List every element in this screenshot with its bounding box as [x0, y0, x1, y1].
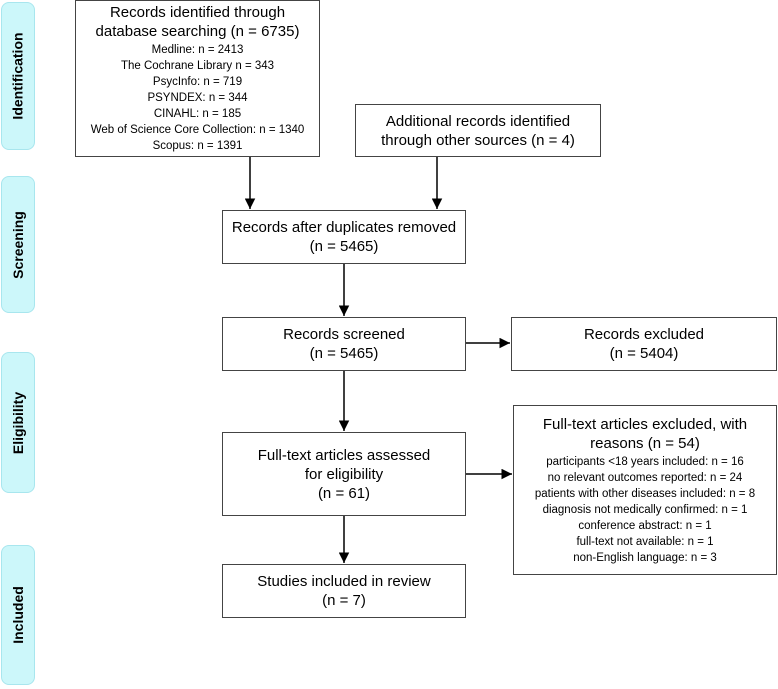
source-item: The Cochrane Library n = 343 — [120, 60, 275, 72]
additional-records-line-1: Additional records identified — [385, 112, 571, 130]
duplicates-removed-box: Records after duplicates removed (n = 54… — [222, 210, 466, 264]
additional-records-line-2: through other sources (n = 4) — [381, 131, 575, 149]
source-item: CINAHL: n = 185 — [153, 108, 242, 120]
records-identified-title-2: database searching (n = 6735) — [95, 23, 300, 40]
fulltext-assessed-box: Full-text articles assessed for eligibil… — [222, 432, 466, 516]
phase-included: Included — [1, 545, 35, 685]
source-item: Web of Science Core Collection: n = 1340 — [90, 124, 305, 136]
fulltext-excluded-title-2: reasons (n = 54) — [590, 434, 700, 452]
records-excluded-box: Records excluded (n = 5404) — [511, 317, 777, 371]
exclusion-reason: full-text not available: n = 1 — [576, 535, 714, 548]
fulltext-assessed-line-1: Full-text articles assessed — [257, 446, 431, 464]
studies-included-line-1: Studies included in review — [257, 573, 431, 590]
exclusion-reason: participants <18 years included: n = 16 — [546, 455, 744, 468]
exclusion-reason: diagnosis not medically confirmed: n = 1 — [542, 503, 748, 516]
source-item: Medline: n = 2413 — [151, 44, 244, 56]
studies-included-line-2: (n = 7) — [322, 592, 366, 609]
records-excluded-line-2: (n = 5404) — [609, 345, 679, 362]
phase-identification: Identification — [1, 2, 35, 150]
records-excluded-line-1: Records excluded — [583, 326, 705, 343]
phase-included-label: Included — [10, 586, 26, 644]
phase-screening: Screening — [1, 176, 35, 313]
records-screened-box: Records screened (n = 5465) — [222, 317, 466, 371]
phase-eligibility: Eligibility — [1, 352, 35, 493]
source-item: PSYNDEX: n = 344 — [147, 92, 248, 104]
phase-identification-label: Identification — [10, 32, 26, 120]
source-item: PsycInfo: n = 719 — [152, 76, 243, 88]
records-identified-box: Records identified through database sear… — [75, 0, 320, 157]
duplicates-removed-line-1: Records after duplicates removed — [231, 219, 457, 236]
records-screened-line-1: Records screened — [283, 326, 405, 343]
studies-included-box: Studies included in review (n = 7) — [222, 564, 466, 618]
exclusion-reason: conference abstract: n = 1 — [578, 519, 712, 532]
fulltext-excluded-box: Full-text articles excluded, with reason… — [513, 405, 777, 575]
records-screened-line-2: (n = 5465) — [309, 345, 379, 362]
additional-records-box: Additional records identified through ot… — [355, 104, 601, 157]
records-identified-title-1: Records identified through — [109, 4, 286, 21]
duplicates-removed-line-2: (n = 5465) — [309, 238, 379, 255]
fulltext-excluded-title-1: Full-text articles excluded, with — [542, 415, 748, 433]
fulltext-assessed-line-2: for eligibility — [304, 465, 384, 483]
exclusion-reason: non-English language: n = 3 — [573, 551, 717, 564]
source-item: Scopus: n = 1391 — [152, 140, 243, 152]
phase-eligibility-label: Eligibility — [10, 391, 27, 454]
fulltext-assessed-line-3: (n = 61) — [317, 484, 371, 502]
phase-screening-label: Screening — [10, 210, 27, 279]
exclusion-reason: patients with other diseases included: n… — [534, 487, 756, 500]
exclusion-reason: no relevant outcomes reported: n = 24 — [547, 471, 743, 484]
